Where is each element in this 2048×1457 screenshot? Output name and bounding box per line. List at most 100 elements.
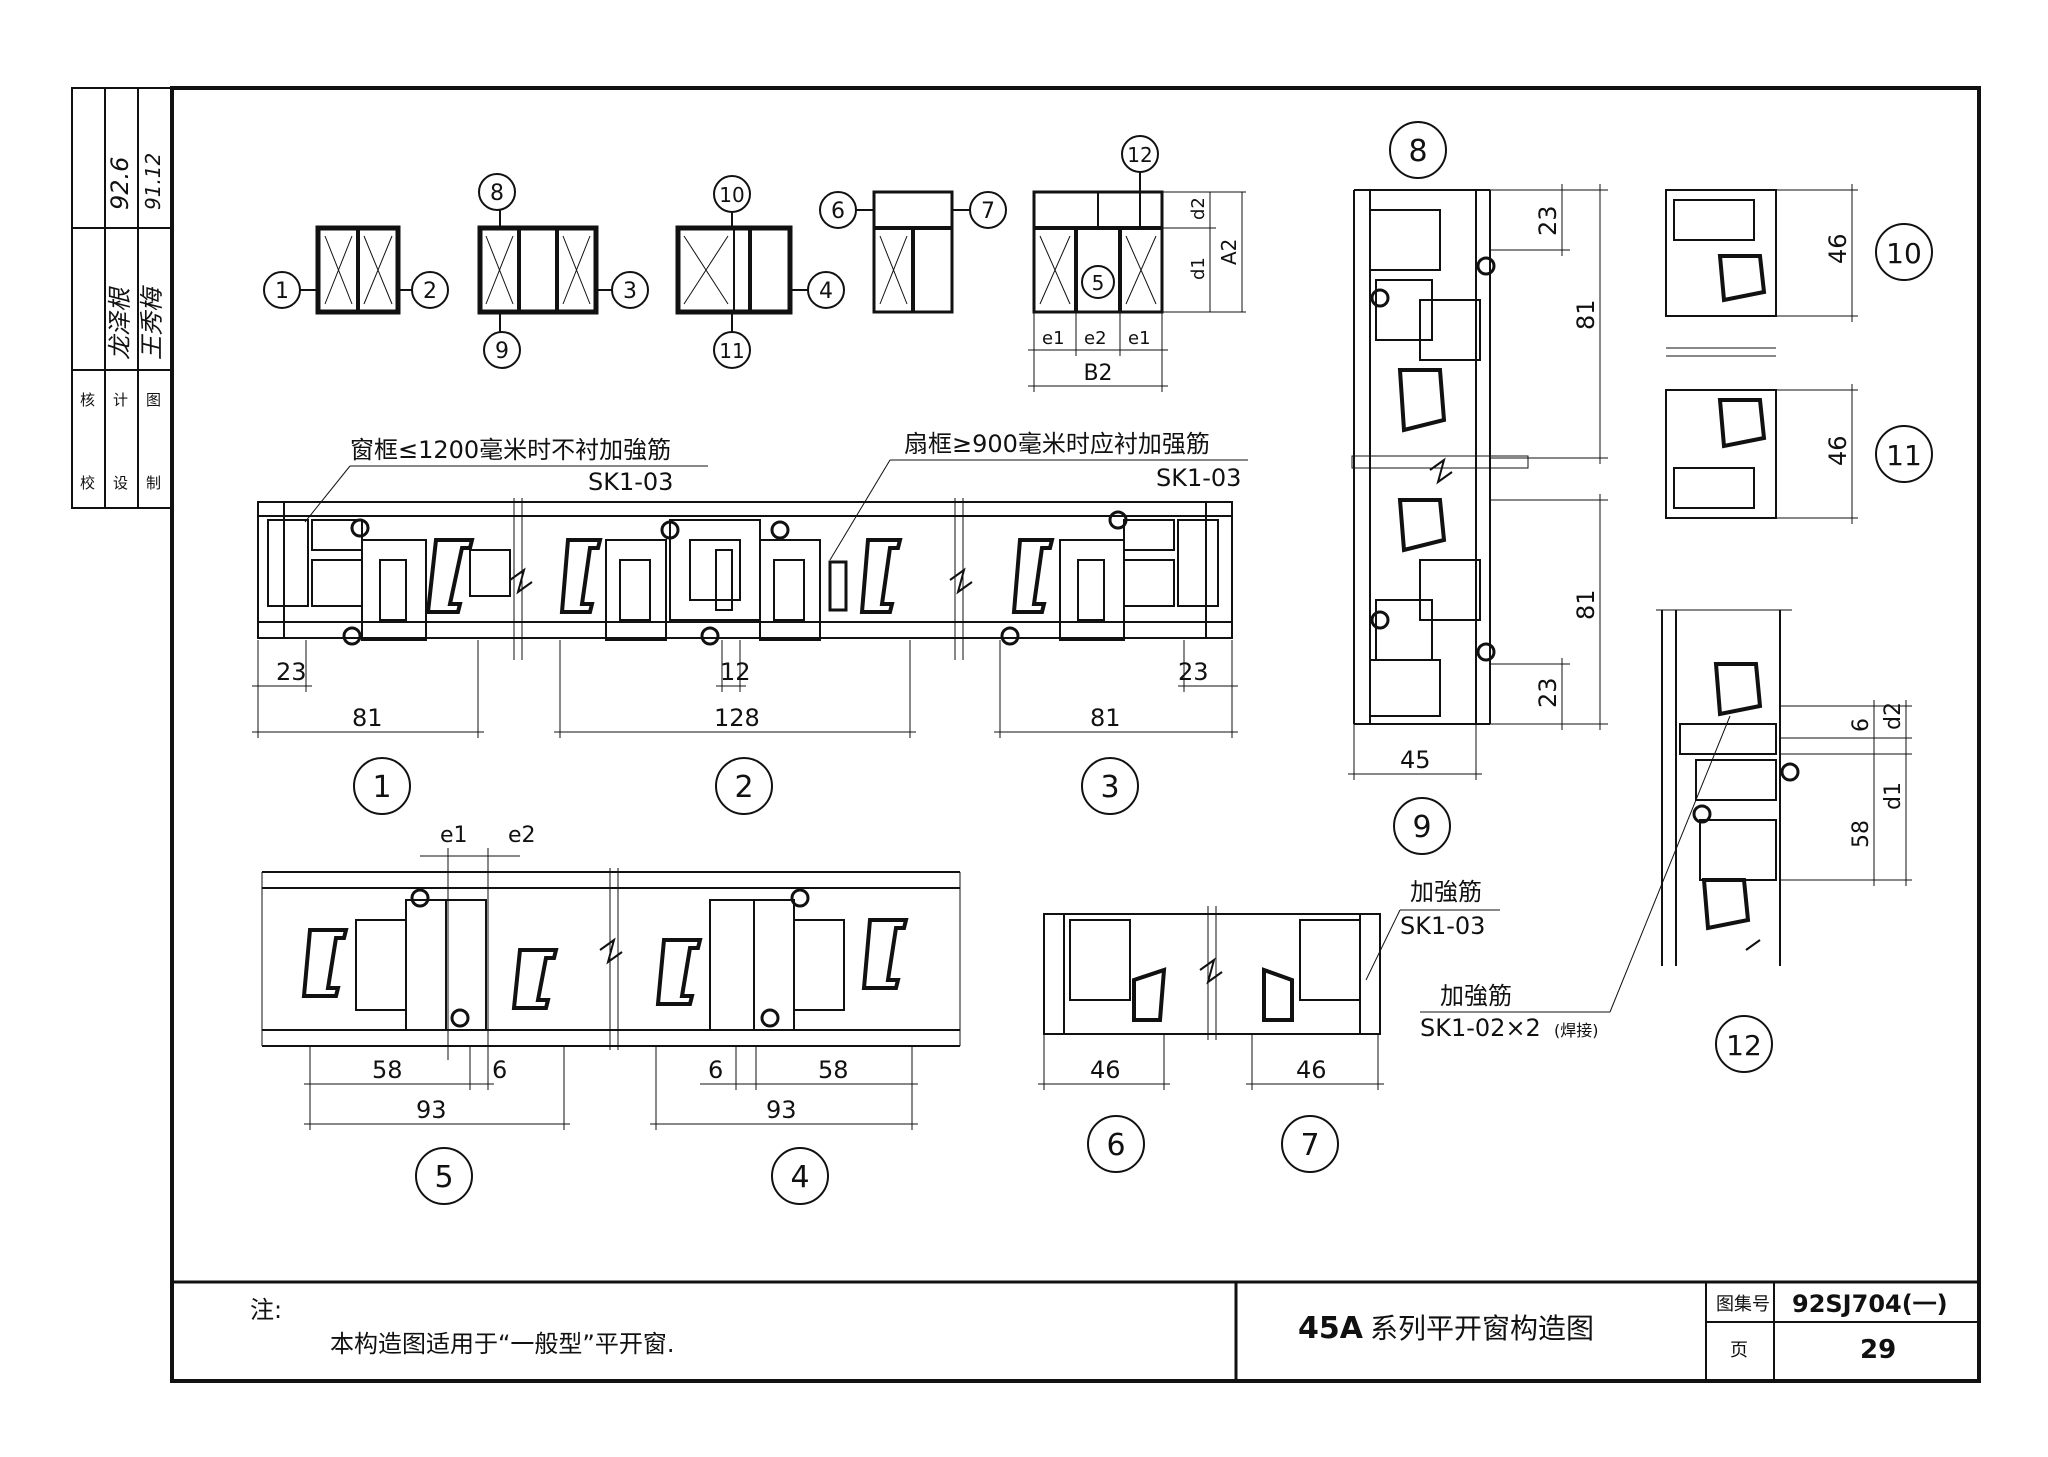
key-label-e1b: e1 <box>1128 328 1151 349</box>
role-design2: 计 <box>113 391 128 409</box>
key-label-2: 2 <box>423 279 437 304</box>
key-label-3: 3 <box>623 279 637 304</box>
role-design: 设 <box>113 474 128 492</box>
section-label-5: 5 <box>434 1160 453 1195</box>
sash-code: SK1-03 <box>1156 464 1241 492</box>
dim-v12-6: 6 <box>1849 718 1874 732</box>
dim-s2-128: 128 <box>714 704 760 732</box>
rib2-weld: (焊接) <box>1554 1021 1599 1040</box>
dim-s3-23: 23 <box>1178 658 1209 686</box>
key-label-e2: e2 <box>1084 328 1107 349</box>
page-value: 29 <box>1860 1335 1896 1365</box>
dim-s4-58: 58 <box>818 1056 849 1084</box>
key-plans: 1 2 8 9 3 <box>263 135 1246 392</box>
dim-s7-46: 46 <box>1296 1056 1327 1084</box>
note-text: 本构造图适用于“一般型”平开窗. <box>330 1330 675 1358</box>
rib-code: SK1-03 <box>1400 912 1485 940</box>
key-window-b: 8 9 3 <box>477 173 649 369</box>
key-window-c: 10 11 4 <box>675 175 845 369</box>
dim-h45: 45 <box>1400 746 1431 774</box>
key-label-d2: d2 <box>1188 197 1209 220</box>
key-label-d1: d1 <box>1188 257 1209 280</box>
key-label-7: 7 <box>981 199 995 224</box>
atlas-label: 图集号 <box>1716 1294 1770 1315</box>
dim-s6-46: 46 <box>1090 1056 1121 1084</box>
approval-strip: 校 设 制 核 计 图 龙泽根 王秀梅 92.6 91.12 <box>71 87 173 509</box>
atlas-value: 92SJ704(一) <box>1792 1290 1948 1318</box>
role-draw2: 图 <box>146 391 161 409</box>
section-label-1: 1 <box>372 770 391 805</box>
note-label: 注: <box>250 1296 282 1324</box>
dim-v12-d2: d2 <box>1881 702 1906 730</box>
dim-s1-23: 23 <box>276 658 307 686</box>
section-label-8: 8 <box>1408 134 1427 169</box>
dim-s4-6: 6 <box>708 1056 723 1084</box>
dim-s5-6: 6 <box>492 1056 507 1084</box>
key-label-9: 9 <box>495 339 509 364</box>
dim-v12-d1: d1 <box>1881 782 1906 810</box>
section-label-2: 2 <box>734 770 753 805</box>
rib2-label: 加強筋 <box>1440 982 1512 1010</box>
section-label-7: 7 <box>1300 1128 1319 1163</box>
dim-v46a: 46 <box>1824 233 1852 264</box>
date-1: 92.6 <box>106 157 134 210</box>
role-check2: 核 <box>80 391 95 409</box>
frame-note: 窗框≤1200毫米时不衬加強筋 <box>350 436 671 464</box>
dim-s5-58: 58 <box>372 1056 403 1084</box>
key-label-4: 4 <box>819 279 833 304</box>
key-label-1: 1 <box>275 279 289 304</box>
dim-s3-81: 81 <box>1090 704 1121 732</box>
section-label-11: 11 <box>1886 439 1922 472</box>
key-window-e: 12 5 d2 d1 A2 e1 e2 e1 B2 <box>1028 135 1246 392</box>
key-label-6: 6 <box>831 199 845 224</box>
dim-s5-93: 93 <box>416 1096 447 1124</box>
drawing-title-prefix: 45A <box>1298 1311 1364 1346</box>
title-block: 注: 本构造图适用于“一般型”平开窗. 45A 系列平开窗构造图 图集号 92S… <box>172 1280 1979 1381</box>
section-5-4: e1 e2 58 6 93 6 58 93 5 4 <box>261 823 961 1205</box>
section-label-12: 12 <box>1726 1029 1762 1062</box>
dim-s2-12: 12 <box>720 658 751 686</box>
dim-v23b: 23 <box>1534 677 1562 708</box>
section-label-10: 10 <box>1886 237 1922 270</box>
dim-s4-93: 93 <box>766 1096 797 1124</box>
signature-1: 龙泽根 <box>106 286 134 360</box>
drawing-title: 系列平开窗构造图 <box>1370 1312 1594 1345</box>
key-label-e1a: e1 <box>1042 328 1065 349</box>
role-draw: 制 <box>146 474 161 492</box>
sheet-border <box>170 86 1981 1383</box>
rib-label: 加強筋 <box>1410 878 1482 906</box>
dim-e2: e2 <box>508 823 536 848</box>
section-label-6: 6 <box>1106 1128 1125 1163</box>
dim-e1: e1 <box>440 823 468 848</box>
dim-v46b: 46 <box>1824 435 1852 466</box>
dim-v23a: 23 <box>1534 205 1562 236</box>
key-label-5: 5 <box>1092 271 1105 295</box>
key-label-10: 10 <box>719 183 744 207</box>
key-label-b2: B2 <box>1083 361 1112 386</box>
key-label-8: 8 <box>490 181 504 206</box>
key-label-11: 11 <box>719 339 744 363</box>
section-10-11: 46 46 10 11 <box>1665 184 1933 524</box>
section-1-2-3: 23 81 12 128 23 81 1 2 3 <box>252 498 1238 815</box>
sash-note: 扇框≥900毫米时应衬加强筋 <box>904 430 1210 458</box>
section-label-3: 3 <box>1100 770 1119 805</box>
page-label: 页 <box>1730 1340 1748 1361</box>
section-label-4: 4 <box>790 1160 809 1195</box>
key-label-a2: A2 <box>1217 239 1241 265</box>
dim-v12-58: 58 <box>1849 820 1874 848</box>
rib2-code: SK1-02×2 <box>1420 1014 1541 1042</box>
date-2: 91.12 <box>141 153 165 210</box>
key-label-12: 12 <box>1127 143 1152 167</box>
section-6-7: 46 46 6 7 加強筋 SK1-03 <box>1038 878 1500 1173</box>
section-8-9: 8 23 81 81 23 <box>1348 121 1608 855</box>
section-12: d2 6 d1 58 12 加強筋 SK1-02×2 (焊接) <box>1420 609 1912 1073</box>
dim-v81a: 81 <box>1572 299 1600 330</box>
dim-v81b: 81 <box>1572 589 1600 620</box>
frame-code: SK1-03 <box>588 468 673 496</box>
dim-s1-81: 81 <box>352 704 383 732</box>
key-window-d: 6 7 <box>819 190 1007 314</box>
signature-2: 王秀梅 <box>138 285 166 360</box>
section-label-9: 9 <box>1412 810 1431 845</box>
key-window-a: 1 2 <box>263 225 449 315</box>
